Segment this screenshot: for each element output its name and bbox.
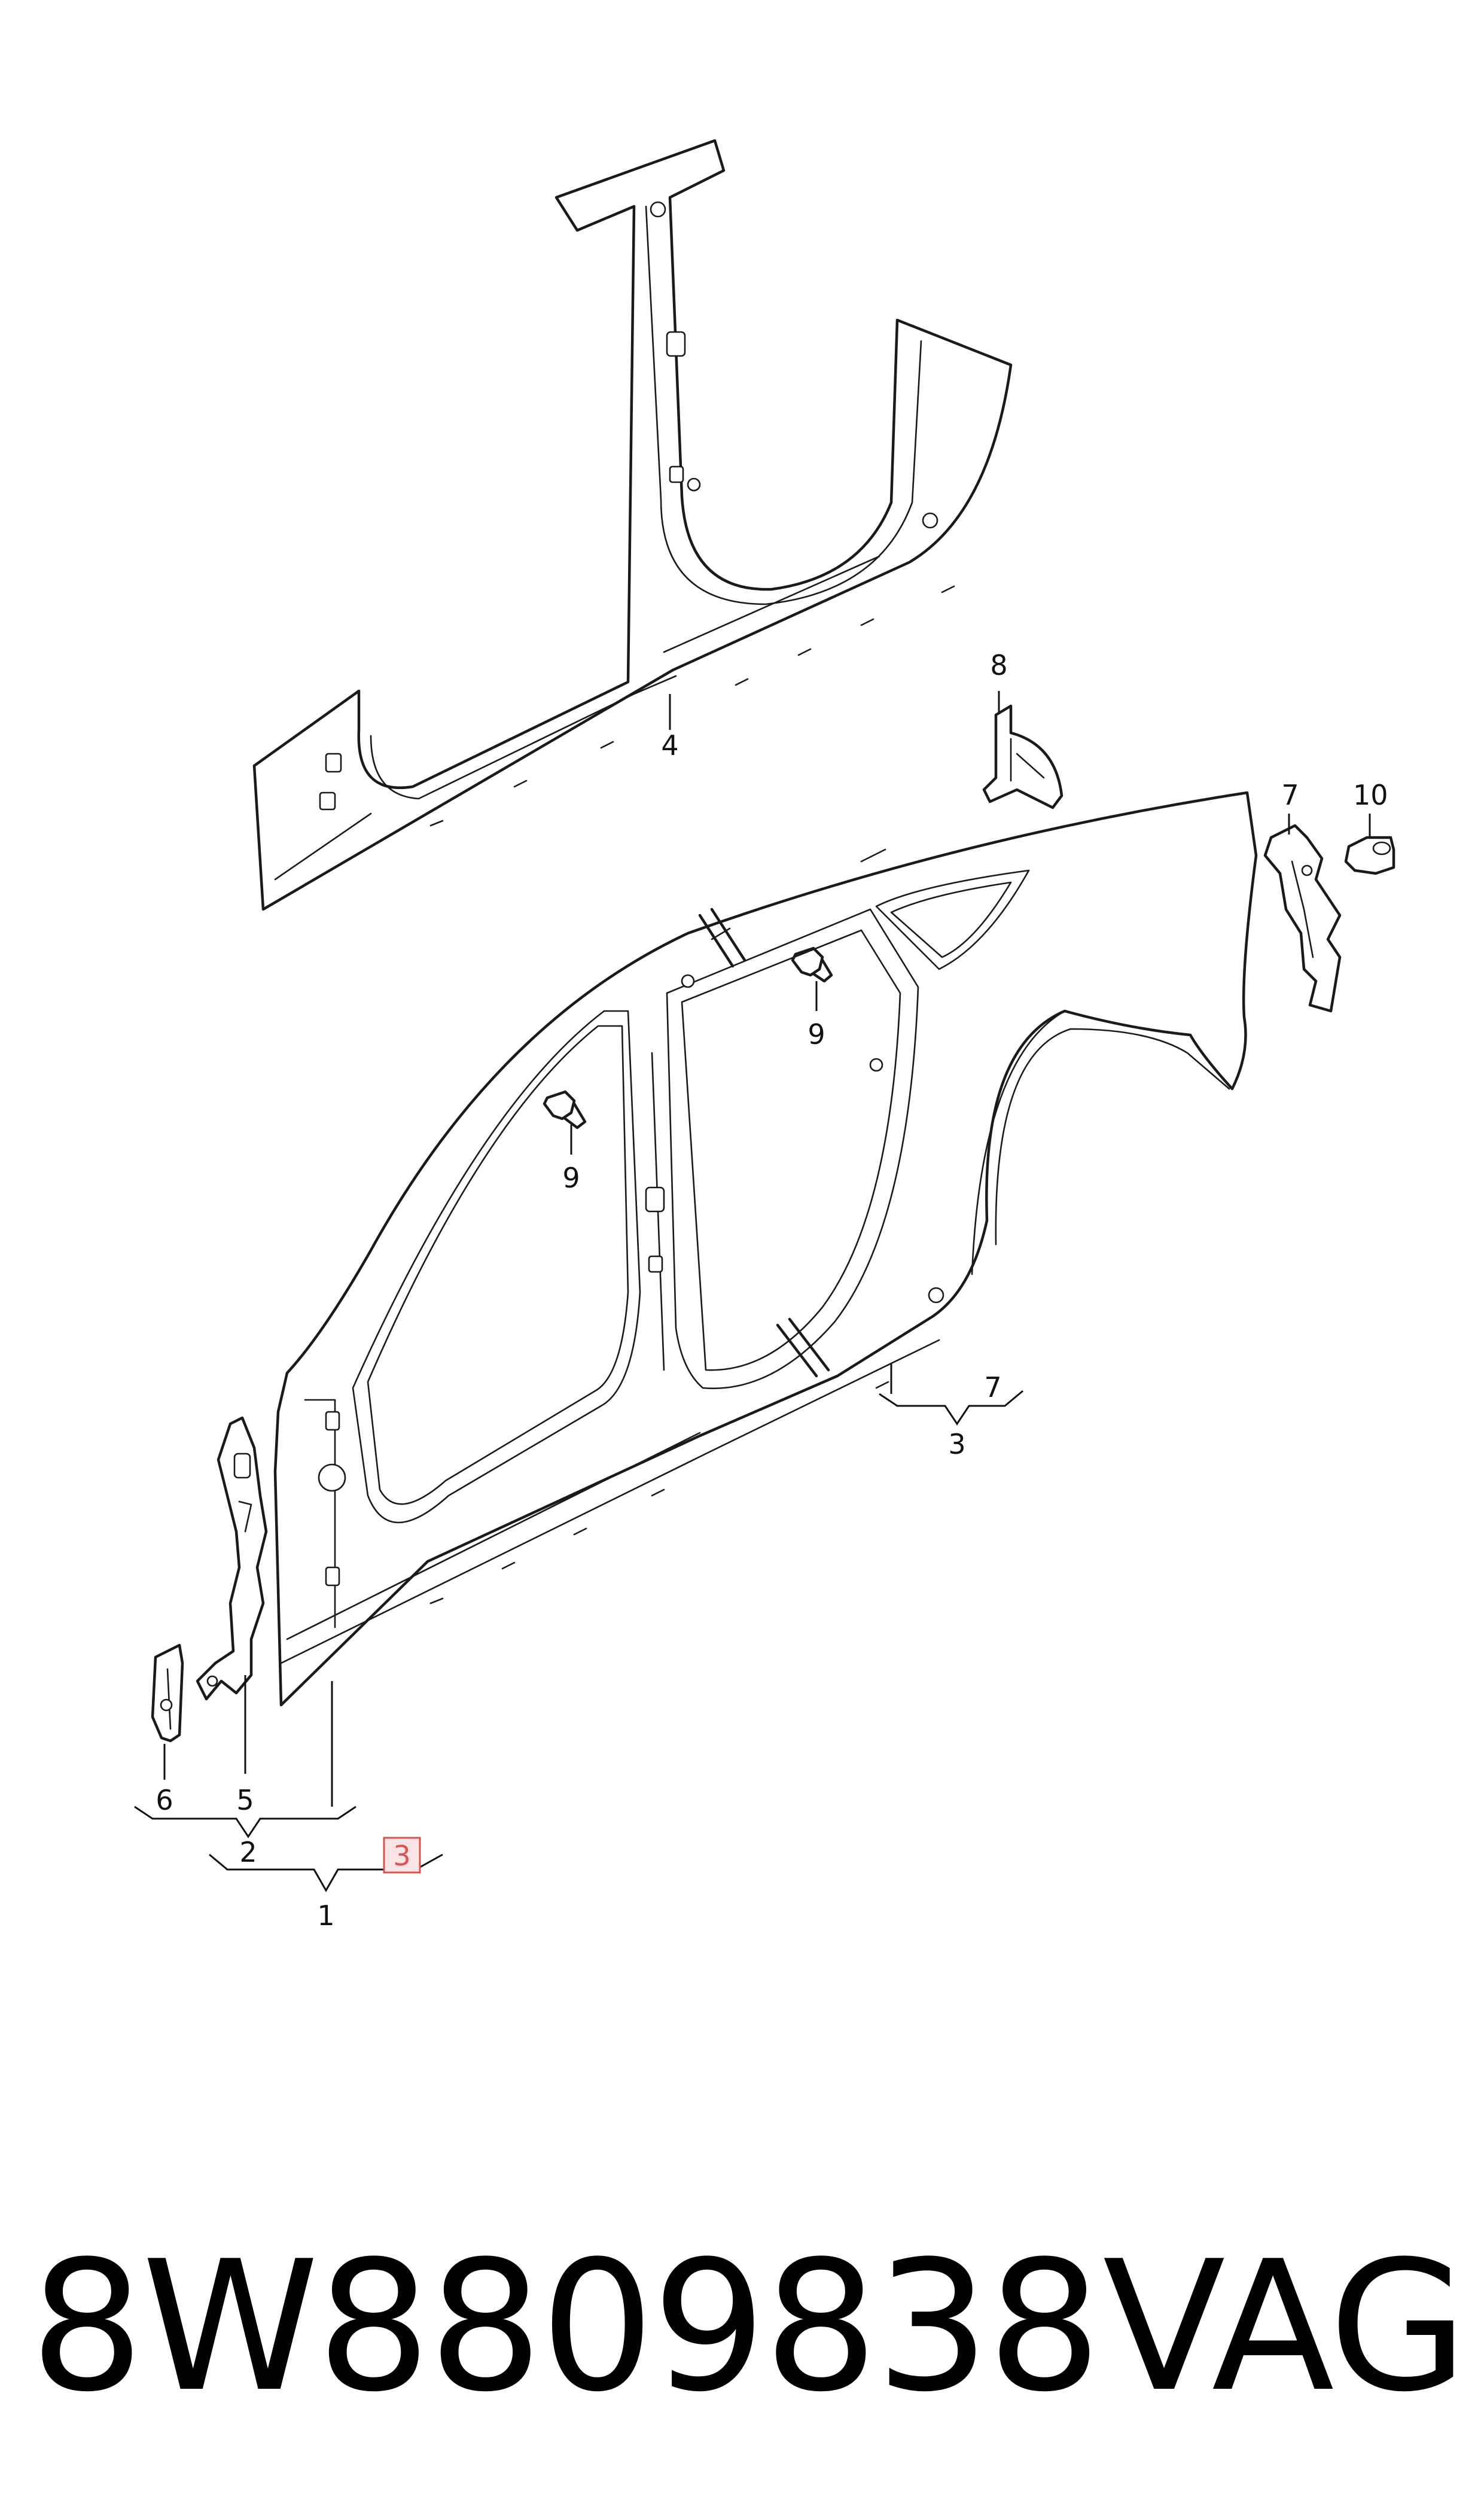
callout-10: 10: [1353, 779, 1388, 811]
section-break-marks: [698, 908, 830, 1378]
callout-labels: 4 8 7 10 9 9 7 3 6 5 2 3 1: [156, 649, 1388, 1932]
gusset-plate-part-8: [982, 704, 1064, 809]
callout-7-part: 7: [1281, 779, 1299, 811]
callout-3-highlight-box: [383, 1837, 421, 1874]
callout-3-highlighted: 3: [393, 1840, 410, 1872]
callout-8: 8: [990, 649, 1007, 681]
callout-6: 6: [156, 1784, 173, 1816]
nut-part-10: [1344, 836, 1395, 875]
callout-4: 4: [661, 729, 678, 762]
bracket-part-6: [151, 1643, 184, 1743]
leader-lines: [134, 691, 1371, 1893]
bolt-part-9-lower: [543, 1090, 587, 1129]
brand-label: VAG: [1102, 2222, 1468, 2431]
callout-9-lower: 9: [562, 1162, 580, 1194]
part-number: 8W8809838: [30, 2222, 1102, 2431]
outer-side-panel-part-3: [273, 791, 1258, 1707]
callout-9-upper: 9: [807, 1018, 825, 1051]
reinforcement-part-5: [196, 1416, 268, 1701]
inner-side-panel-part-4: [252, 139, 1013, 911]
bolt-part-9-upper: [791, 946, 833, 983]
callout-5: 5: [236, 1784, 254, 1816]
callout-1: 1: [317, 1899, 334, 1932]
part-footer: 8W8809838 VAG: [30, 2222, 1468, 2431]
rear-bracket-part-7: [1263, 824, 1342, 1013]
callout-2: 2: [239, 1836, 257, 1868]
callout-7-bracket: 7: [984, 1371, 1001, 1403]
callout-3-main: 3: [948, 1428, 965, 1460]
